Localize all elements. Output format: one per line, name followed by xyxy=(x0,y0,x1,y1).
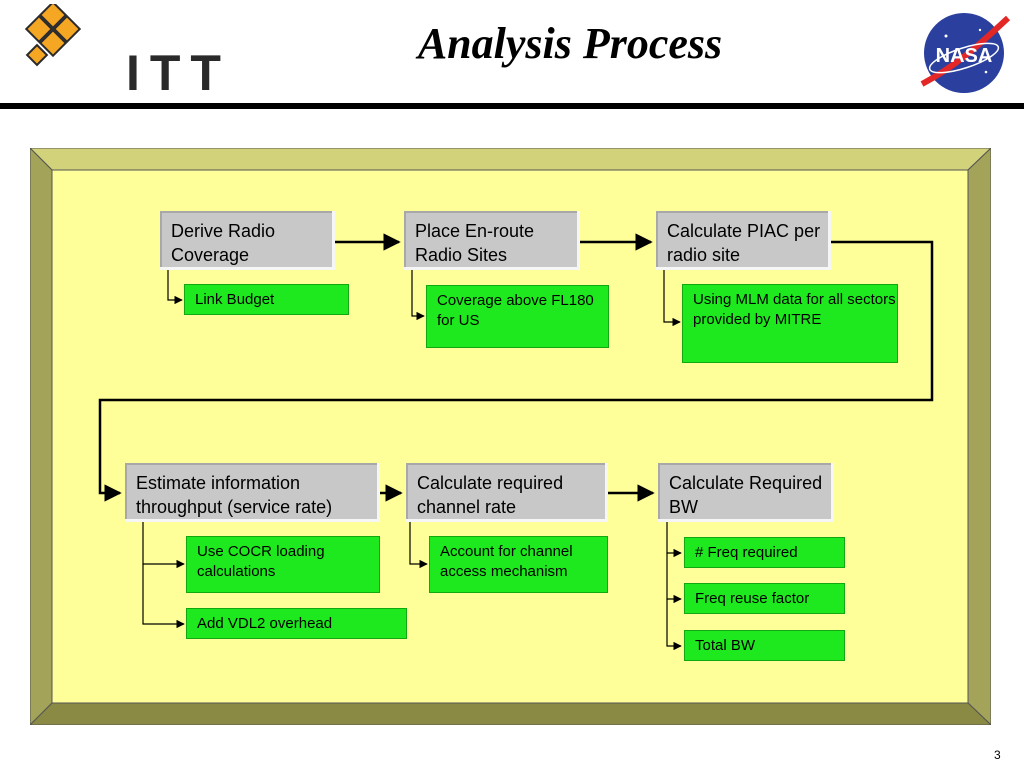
detail-cocr-loading: Use COCR loading calculations xyxy=(186,536,380,593)
nasa-logo: NASA xyxy=(916,6,1012,98)
detail-link-budget: Link Budget xyxy=(184,284,349,315)
step-calculate-channel-rate: Calculate required channel rate xyxy=(406,463,608,522)
connector-step3-detail xyxy=(663,270,681,327)
itt-wordmark: ITT xyxy=(126,45,231,101)
detail-total-bw: Total BW xyxy=(684,630,845,661)
connector-step5-detail xyxy=(409,522,428,569)
step-calculate-piac: Calculate PIAC per radio site xyxy=(656,211,831,270)
step-place-radio-sites: Place En-route Radio Sites xyxy=(404,211,580,270)
connector-step1-detail xyxy=(167,270,183,305)
itt-diamond-icon xyxy=(24,4,82,67)
nasa-wordmark: NASA xyxy=(936,45,993,67)
connector-step2-detail xyxy=(411,270,425,321)
header-rule xyxy=(0,103,1024,109)
itt-logo: ITT xyxy=(22,4,221,100)
page-number: 3 xyxy=(994,748,1001,762)
connector-step6-detail2 xyxy=(666,553,682,604)
page-title: Analysis Process xyxy=(417,19,723,68)
step-calculate-required-bw: Calculate Required BW xyxy=(658,463,834,522)
detail-channel-access: Account for channel access mechanism xyxy=(429,536,608,593)
connector-step4-detail1 xyxy=(142,522,185,569)
connector-step6-detail3 xyxy=(666,599,682,651)
detail-freq-required: # Freq required xyxy=(684,537,845,568)
connector-step6-detail1 xyxy=(666,522,682,558)
nasa-meatball-icon: NASA xyxy=(920,13,1011,93)
connector-step4-detail2 xyxy=(142,564,185,629)
detail-freq-reuse-factor: Freq reuse factor xyxy=(684,583,845,614)
step-estimate-throughput: Estimate information throughput (service… xyxy=(125,463,380,522)
detail-coverage-above-fl180: Coverage above FL180 for US xyxy=(426,285,609,348)
step-derive-radio-coverage: Derive Radio Coverage xyxy=(160,211,335,270)
arrow-step3-to-step4 xyxy=(98,240,934,502)
detail-vdl2-overhead: Add VDL2 overhead xyxy=(186,608,407,639)
detail-mlm-data: Using MLM data for all sectors provided … xyxy=(682,284,898,363)
